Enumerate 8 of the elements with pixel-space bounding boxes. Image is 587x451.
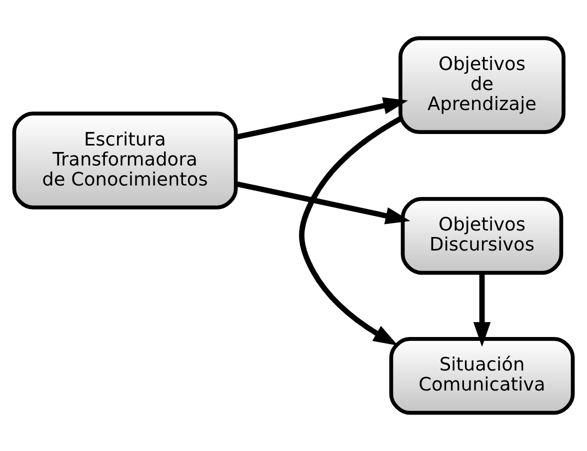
node-box: Objetivos de Aprendizaje [398, 36, 566, 134]
node-box: Situación Comunicativa [389, 337, 575, 415]
arrow [236, 97, 408, 140]
node-box: Escritura Transformadora de Conocimientos [12, 112, 238, 210]
arrow [473, 272, 491, 347]
node-box: Objetivos Discursivos [400, 197, 564, 275]
arrow [236, 181, 410, 224]
arrow [299, 116, 402, 346]
